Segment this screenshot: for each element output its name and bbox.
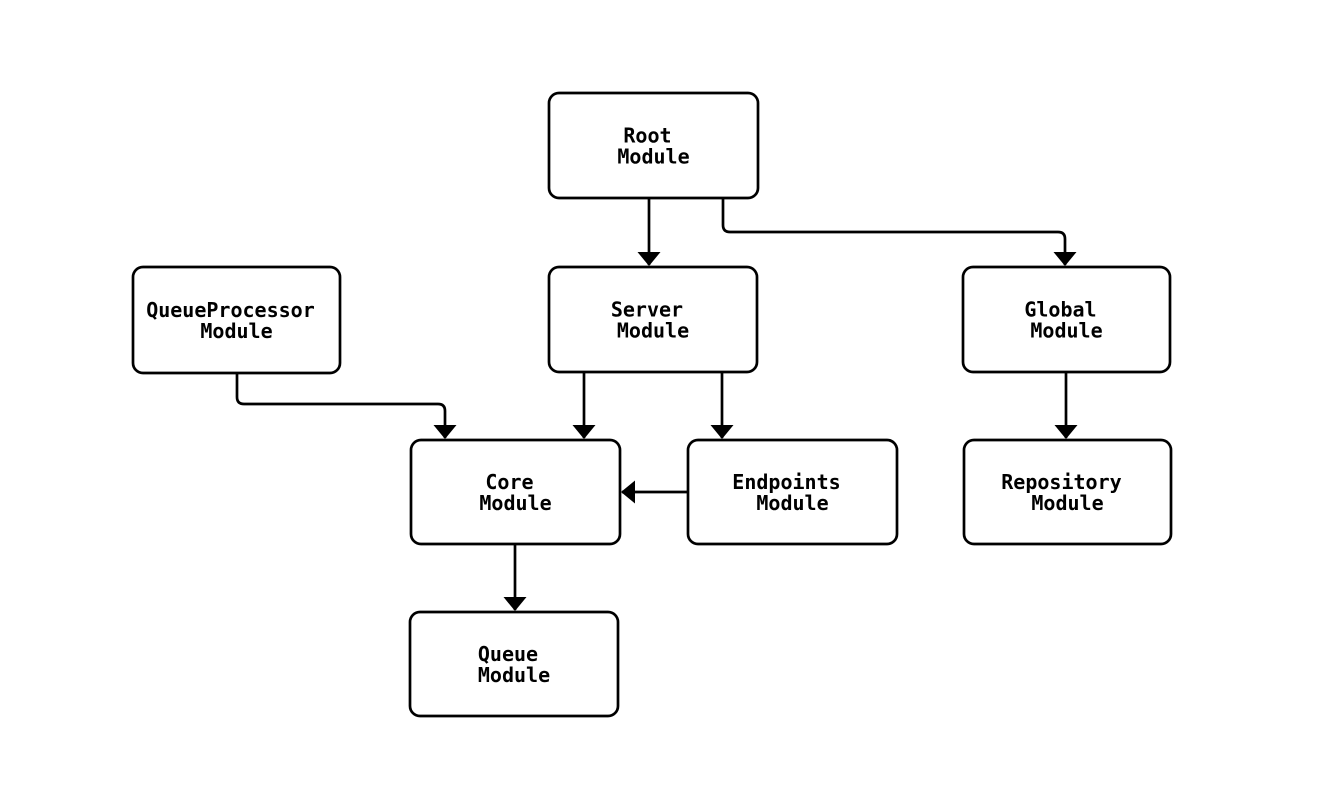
endpoints-module-label: Endpoints Module (732, 470, 852, 515)
core-module-label: Core Module (479, 470, 551, 515)
server-module-label: Server Module (611, 298, 695, 343)
node-queueprocessor-module: QueueProcessor Module (131, 265, 342, 375)
repository-module-box (962, 438, 1173, 546)
queueprocessor-module-box (131, 265, 342, 375)
global-module-label: Global Module (1024, 298, 1108, 343)
server-module-box (547, 265, 759, 374)
node-repository-module: Repository Module (962, 438, 1173, 546)
queue-module-label: Queue Module (478, 642, 550, 687)
node-global-module: Global Module (961, 265, 1172, 374)
global-module-box (961, 265, 1172, 374)
node-root-module: Root Module (547, 91, 760, 200)
node-queue-module: Queue Module (408, 610, 620, 718)
root-module-box (547, 91, 760, 200)
queueprocessor-module-label: QueueProcessor Module (146, 298, 327, 343)
edge-queueprocessor-to-core-arrow (235, 373, 457, 439)
repository-module-label: Repository Module (1001, 470, 1133, 515)
edge-root-to-global-arrow (721, 198, 1077, 266)
core-module-box (409, 438, 622, 546)
queue-module-box (408, 610, 620, 718)
root-module-label: Root Module (617, 124, 689, 169)
node-server-module: Server Module (547, 265, 759, 374)
node-endpoints-module: Endpoints Module (686, 438, 899, 546)
node-core-module: Core Module (409, 438, 622, 546)
endpoints-module-box (686, 438, 899, 546)
